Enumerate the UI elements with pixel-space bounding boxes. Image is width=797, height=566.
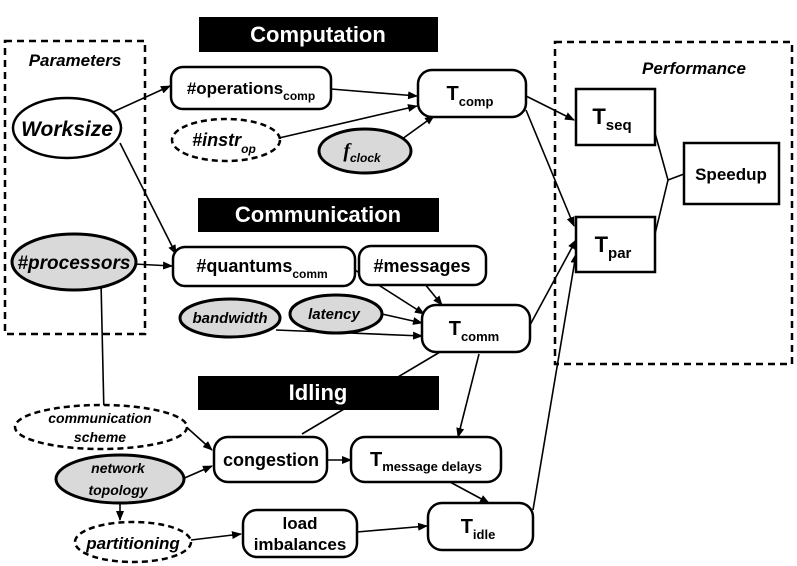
loadimb-line2: imbalances (254, 535, 347, 554)
instr-label: #instrop (192, 130, 256, 156)
messages-node (357, 244, 488, 287)
tseq-label: Tseq (592, 104, 631, 134)
tcomp-label: Tcomp (447, 83, 494, 109)
latency-label: latency (308, 306, 360, 323)
quantums-label: #quantumscomm (196, 256, 327, 281)
communication-header-label: Communication (235, 202, 401, 227)
computation-header-label: Computation (250, 22, 386, 47)
nettopology-line1: network (91, 460, 146, 476)
nettopology-node (54, 453, 186, 505)
performance-group-frame (553, 40, 794, 366)
tpar-label: Tpar (595, 232, 632, 262)
bandwidth-label: bandwidth (193, 310, 268, 327)
edge-processors-commscheme (100, 281, 105, 416)
edge-operations-tcomp (330, 88, 418, 100)
edge-worksize-quantums (119, 142, 177, 255)
bandwidth-node (178, 297, 282, 339)
operations-label: #operationscomp (187, 79, 315, 103)
edge-tcomm-tpar (529, 239, 577, 326)
loadimb-line1: load (283, 514, 318, 533)
edge-tcomp-tpar (525, 109, 575, 227)
edge-messages-tcomm (423, 282, 443, 306)
tmsgdelays-node (349, 435, 503, 484)
instr-node (170, 117, 282, 163)
edge-merge-to-speedup (654, 132, 669, 235)
commscheme-node (13, 403, 189, 451)
worksize-label: Worksize (21, 118, 113, 141)
tpar-node (574, 215, 657, 274)
tidle-label: Tidle (461, 516, 496, 542)
edge-loadimb-tidle (356, 522, 428, 533)
edge-tcomp-tseq (525, 95, 575, 121)
loadimb-node (241, 508, 359, 559)
commscheme-line1: communication (48, 410, 151, 426)
worksize-node (11, 96, 123, 160)
edge-latency-tcomm (381, 313, 423, 325)
quantums-node (171, 245, 357, 288)
idling-header-label: Idling (289, 380, 348, 405)
nettopology-line2: topology (88, 482, 148, 498)
tseq-node (574, 87, 657, 147)
messages-label: #messages (373, 256, 470, 276)
edge-instr-tcomp (278, 104, 418, 139)
speedup-label: Speedup (695, 165, 767, 184)
congestion-label: congestion (223, 450, 319, 470)
processors-label: #processors (17, 253, 130, 274)
tcomm-label: Tcomm (449, 318, 500, 344)
tcomp-node (416, 68, 528, 119)
tmsgdelays-label: Tmessage delays (370, 449, 482, 474)
edge-partitioning-loadimb (190, 531, 242, 541)
communication-header: Communication (198, 198, 439, 232)
edge-tmsgdelays-tidle (449, 481, 490, 504)
processors-node (10, 232, 138, 292)
partitioning-label: partitioning (85, 534, 180, 553)
fclock-label: fclock (343, 140, 382, 165)
congestion-node (212, 435, 329, 484)
fclock-node (317, 127, 413, 175)
tidle-node (426, 501, 535, 552)
edge-processors-quantums (133, 261, 173, 270)
partitioning-node (73, 520, 193, 564)
idling-header: Idling (198, 376, 439, 410)
tcomm-node (420, 303, 532, 354)
edge-speedup-link (667, 173, 685, 181)
edges (100, 85, 685, 541)
edge-tidle-tpar (532, 253, 579, 511)
parameters-group-label: Parameters (29, 51, 122, 70)
latency-node (288, 293, 384, 335)
edge-worksize-operations (112, 85, 171, 113)
computation-header: Computation (199, 17, 438, 52)
performance-group-label: Performance (642, 59, 746, 78)
operations-node (169, 65, 333, 111)
commscheme-line2: scheme (74, 429, 126, 445)
edge-tcomm-congestion (301, 351, 441, 435)
edge-tcomm-tmsgdelays (456, 353, 480, 438)
speedup-node (682, 141, 781, 206)
